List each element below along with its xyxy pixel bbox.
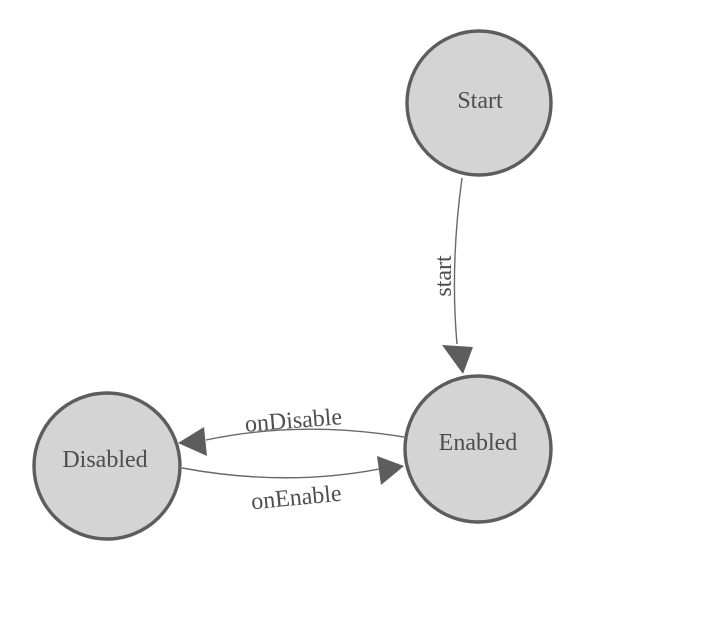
state-node-start: Start	[405, 29, 553, 177]
arrowhead-icon	[442, 345, 473, 374]
transition-edge	[205, 428, 405, 441]
state-label-start: Start	[457, 88, 503, 114]
arrowhead-icon	[178, 427, 207, 456]
state-node-disabled: Disabled	[32, 391, 182, 541]
transition-enabled-to-disabled: onDisable	[178, 404, 405, 456]
state-circle-disabled	[32, 391, 182, 541]
transition-start-to-enabled: start	[431, 177, 473, 374]
edge-label-ondisable: onDisable	[244, 404, 343, 438]
state-node-enabled: Enabled	[403, 374, 553, 524]
state-circle-start	[405, 29, 553, 177]
state-label-enabled: Enabled	[439, 430, 518, 456]
state-circle-enabled	[403, 374, 553, 524]
arrowhead-icon	[377, 456, 404, 485]
edge-label-onenable: onEnable	[250, 481, 343, 516]
edge-label-start: start	[431, 255, 457, 297]
state-label-disabled: Disabled	[62, 447, 147, 473]
transition-edge	[181, 467, 380, 479]
transition-edge	[453, 177, 463, 345]
transition-disabled-to-enabled: onEnable	[181, 456, 404, 516]
